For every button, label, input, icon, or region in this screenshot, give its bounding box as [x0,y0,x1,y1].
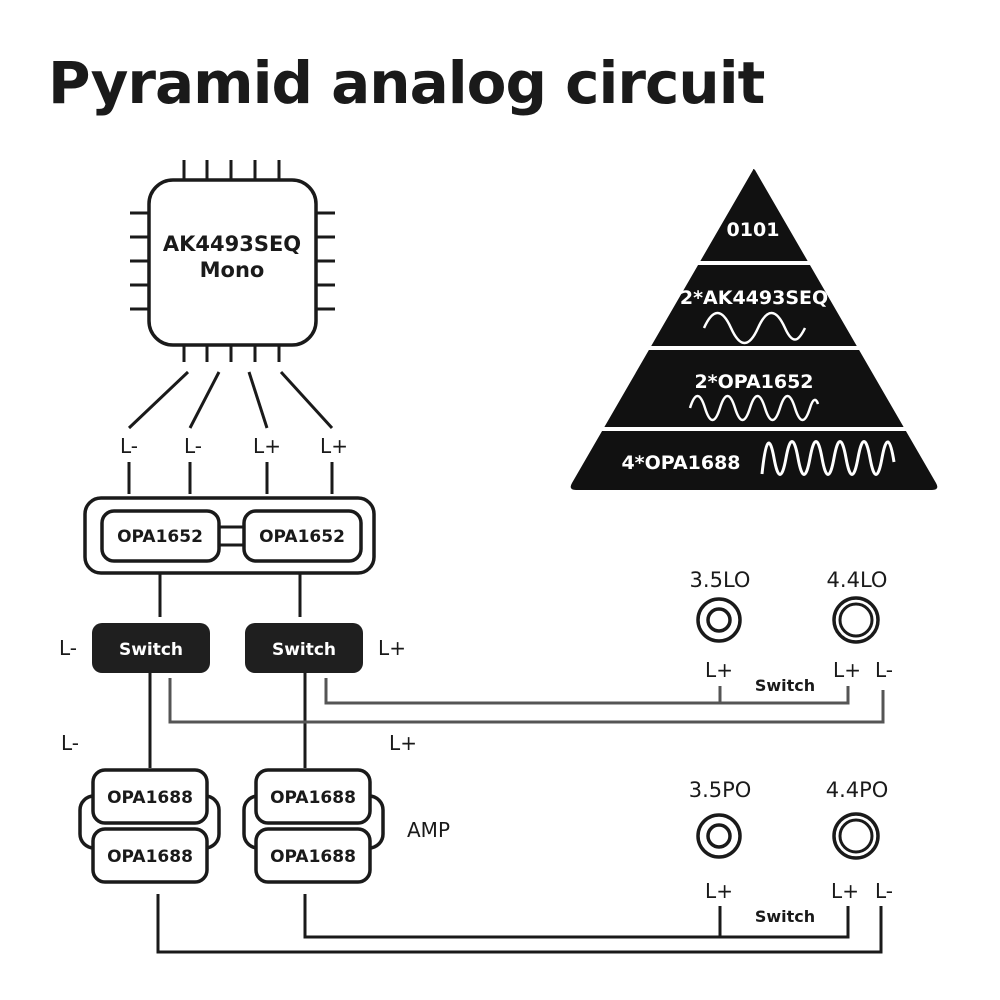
opa1652-left-label: OPA1652 [117,527,203,547]
amp-label: AMP [407,818,450,842]
opa1652-left [100,509,221,563]
pyramid-shape [570,169,938,490]
amp-right-bottom-label: OPA1688 [270,847,356,867]
amp-left-bottom-label: OPA1688 [107,847,193,867]
po-switch-label: Switch [755,907,815,926]
switch-right-label: Switch [272,640,336,660]
dac-out-label-4: L+ [320,434,348,458]
page-title: Pyramid analog circuit [48,49,765,117]
phone-out-routing [156,894,883,954]
amp-right-top-label: OPA1688 [270,788,356,808]
dac-chip: AK4493SEQ Mono [130,160,335,362]
phone-out-jacks: 3.5PO 4.4PO L+ L+ L- Switch [689,778,893,926]
dac-out-label-3: L+ [253,434,281,458]
lo-pin-2: L+ [833,658,861,682]
switch-right: Switch [245,623,363,673]
amp-stage-right: OPA1688 OPA1688 [242,768,385,884]
dac-out-label-2: L- [184,434,202,458]
wave-large-icon [760,440,896,476]
lo-pin-3: L- [875,658,893,682]
jack-44po-label: 4.4PO [826,778,889,802]
chip-pins-top [182,160,281,180]
po-pin-3: L- [875,879,893,903]
chip-model: AK4493SEQ [163,232,301,256]
chip-pins-right [316,211,335,311]
switch-right-side-label: L+ [378,636,406,660]
po-pin-1: L+ [705,879,733,903]
jack-44lo-label: 4.4LO [827,568,888,592]
wave-medium-icon [688,394,820,422]
opa1652-right-label: OPA1652 [259,527,345,547]
pyramid-graphic: 0101 2*AK4493SEQ 2*OPA1652 4*OPA1688 [570,169,938,490]
opa1652-right [242,509,363,563]
pyramid-tier-4: 4*OPA1688 [621,452,740,474]
line-out-routing [168,678,885,724]
line-out-jacks: 3.5LO 4.4LO L+ L+ L- Switch [690,568,893,695]
dac-out-label-1: L- [120,434,138,458]
po-pin-2: L+ [831,879,859,903]
amp-stage-left: OPA1688 OPA1688 [78,768,221,884]
wire-label-left: L- [61,731,79,755]
chip-mode: Mono [200,258,265,282]
dac-output-wires [127,370,334,494]
switch-left-label: Switch [119,640,183,660]
wave-small-icon [702,311,807,345]
wire-label-right: L+ [389,731,417,755]
lo-pin-1: L+ [705,658,733,682]
jack-35po-icon [696,813,742,859]
jack-35lo-label: 3.5LO [690,568,751,592]
opa1652-stage: OPA1652 OPA1652 [83,496,376,575]
jack-44lo-icon [832,596,880,644]
chip-pins-left [130,211,149,311]
jack-35lo-icon [696,597,742,643]
jack-44po-icon [832,812,880,860]
pyramid-tier-2: 2*AK4493SEQ [680,287,828,309]
pyramid-tier-1: 0101 [727,219,780,241]
chip-body [147,178,318,347]
chip-pins-bottom [182,345,281,362]
amp-left-top-label: OPA1688 [107,788,193,808]
switch-left-side-label: L- [59,636,77,660]
jack-35po-label: 3.5PO [689,778,752,802]
pyramid-tier-3: 2*OPA1652 [694,371,813,393]
switch-left: Switch [92,623,210,673]
lo-switch-label: Switch [755,676,815,695]
